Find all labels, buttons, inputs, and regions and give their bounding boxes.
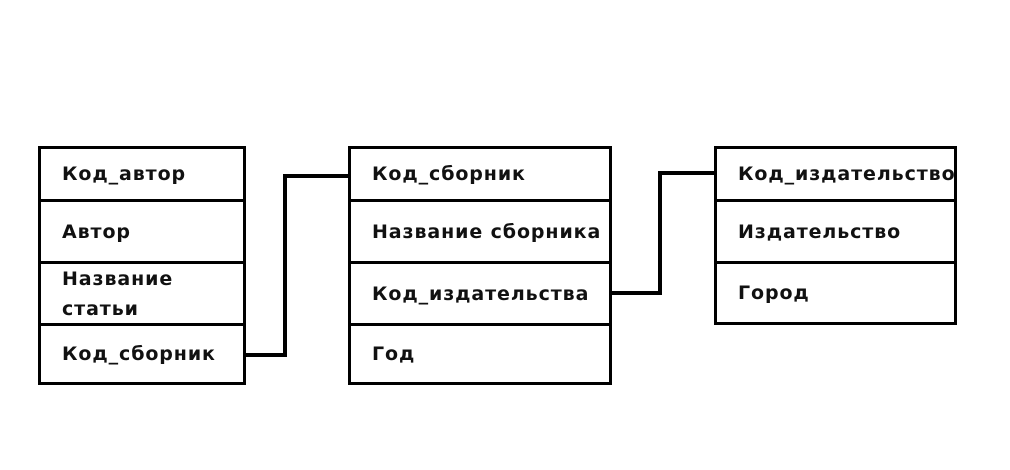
field-kod-izdatelstvo: Код_издательство	[717, 149, 956, 202]
table-sborniki: Код_сборник Название сборника Код_издате…	[348, 146, 612, 385]
relation-line-sbornik	[246, 174, 348, 357]
field-kod-sbornik: Код_сборник	[41, 326, 243, 382]
field-kod-izdatelstva: Код_издательства	[351, 264, 609, 326]
field-izdatelstvo: Издательство	[717, 202, 954, 264]
field-label: Название сборника	[372, 220, 602, 243]
field-label: Код_автор	[62, 163, 187, 185]
field-avtor: Автор	[41, 202, 243, 264]
relation-line-izdatelstvo	[612, 171, 714, 295]
field-label: Код_сборник	[372, 163, 526, 185]
field-label: Код_издательства	[372, 282, 590, 305]
field-label: Автор	[62, 220, 131, 243]
field-label: Город	[738, 282, 810, 304]
field-label: Код_издательство	[738, 163, 956, 185]
field-kod-avtor: Код_автор	[41, 149, 243, 202]
field-label: Издательство	[738, 220, 902, 243]
field-nazvanie-sbornika: Название сборника	[351, 202, 609, 264]
table-izdatelstva: Код_издательство Издательство Город	[714, 146, 957, 325]
field-label: Год	[372, 343, 416, 365]
field-label: Код_сборник	[62, 343, 216, 365]
field-nazvanie-stati: Название статьи	[41, 264, 243, 326]
field-god: Год	[351, 326, 609, 382]
field-kod-sbornik: Код_сборник	[351, 149, 609, 202]
field-gorod: Город	[717, 264, 954, 322]
table-stati: Код_автор Автор Название статьи Код_сбор…	[38, 146, 246, 385]
field-label: Название статьи	[62, 267, 174, 320]
